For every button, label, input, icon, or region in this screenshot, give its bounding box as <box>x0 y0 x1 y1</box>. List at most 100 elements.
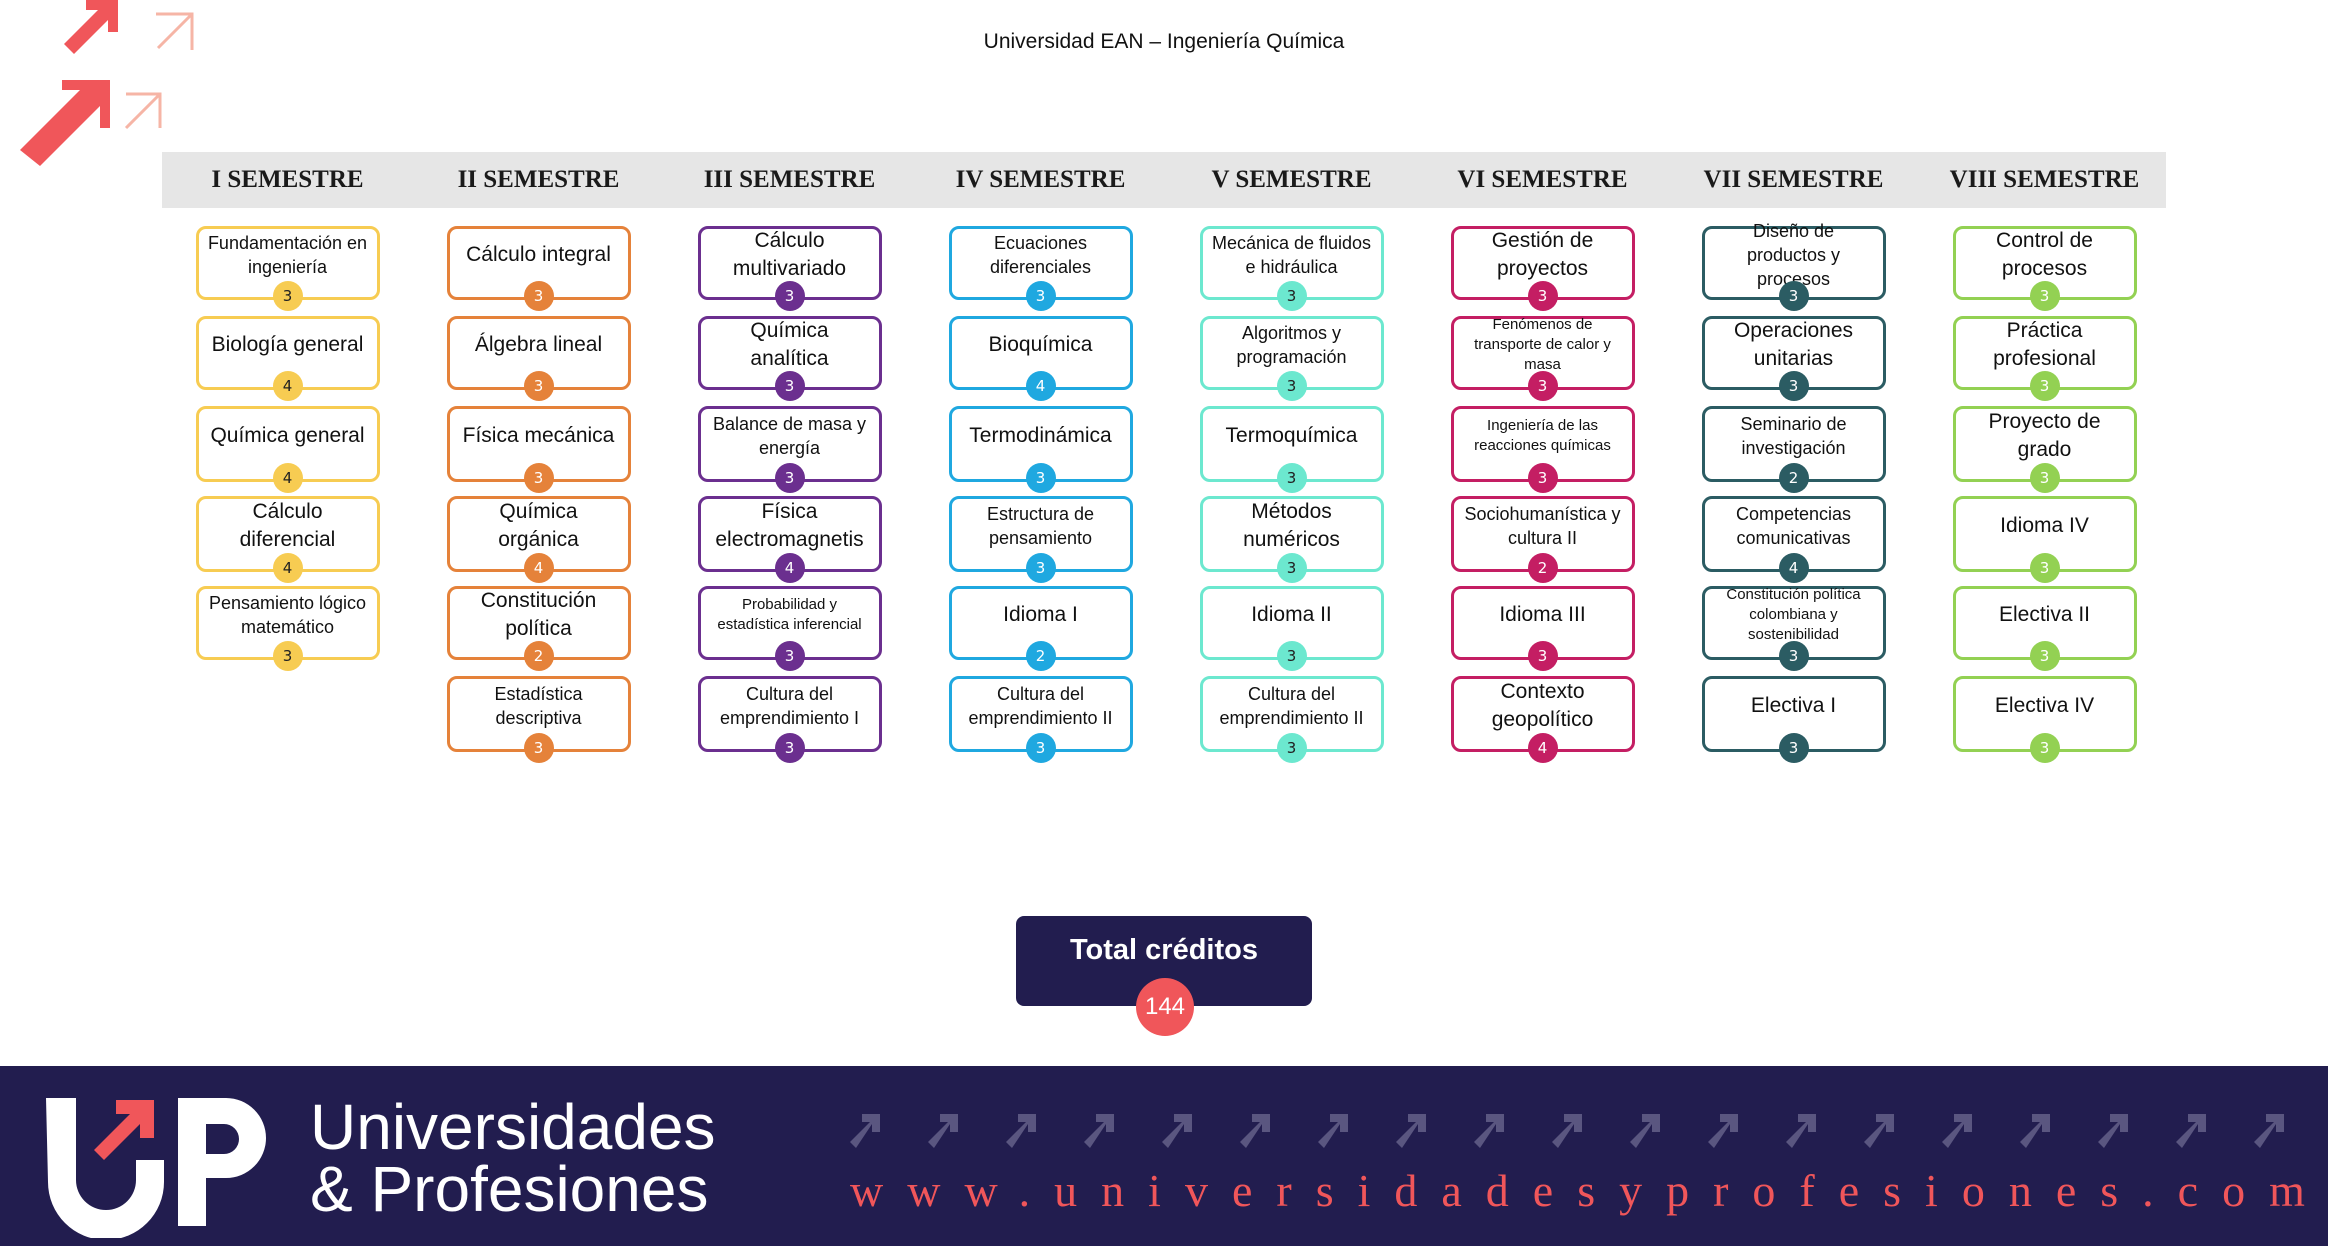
course-name: Química general <box>210 423 365 447</box>
course-name: Fundamentación en ingeniería <box>207 232 368 277</box>
up-logo-icon <box>46 1098 266 1238</box>
course-credits-badge: 4 <box>774 553 805 583</box>
course-name: Termoquímica <box>1225 423 1358 447</box>
course-credits-badge: 3 <box>2029 553 2060 583</box>
arrow-icon <box>1942 1114 1972 1148</box>
course-name: Álgebra lineal <box>474 332 603 356</box>
course-credits-badge: 2 <box>1025 641 1056 671</box>
course-credits-badge: 3 <box>1025 553 1056 583</box>
semester-header-2: II SEMESTRE <box>457 166 620 193</box>
arrow-icon <box>1552 1114 1582 1148</box>
course-box: Idioma IV 3 <box>1952 496 2137 583</box>
course-name: Termodinámica <box>969 423 1112 447</box>
arrow-icon <box>928 1114 958 1148</box>
course-credits-badge: 4 <box>1025 371 1056 401</box>
course-box: Cultura del emprendimiento I 3 <box>697 676 882 763</box>
course-credits-badge: 3 <box>2029 641 2060 671</box>
arrow-icon <box>850 1114 880 1148</box>
arrow-icon <box>1396 1114 1426 1148</box>
course-credits-badge: 3 <box>1778 371 1809 401</box>
course-credits-badge: 3 <box>2029 281 2060 311</box>
total-credits-value: 144 <box>1136 978 1194 1036</box>
course-name: Sociohumanística y cultura II <box>1464 503 1621 548</box>
arrow-icon <box>1318 1114 1348 1148</box>
semester-header-1: I SEMESTRE <box>211 166 364 193</box>
website-link[interactable]: www.universidadesyprofesiones.com <box>850 1165 2328 1216</box>
course-credits-badge: 3 <box>774 463 805 493</box>
course-credits-badge: 2 <box>1778 463 1809 493</box>
course-name: Física electromagnetis <box>715 499 864 551</box>
arrows-decoration-icon <box>850 1114 2284 1148</box>
course-credits-badge: 3 <box>523 463 554 493</box>
course-name: Fenómenos de transporte de calor y masa <box>1474 315 1611 374</box>
arrow-icon <box>1474 1114 1504 1148</box>
semester-header-3: III SEMESTRE <box>703 166 876 193</box>
course-credits-badge: 4 <box>272 463 303 493</box>
course-box: Idioma I 2 <box>948 586 1133 671</box>
arrow-icon <box>1162 1114 1192 1148</box>
course-credits-badge: 3 <box>774 371 805 401</box>
course-credits-badge: 3 <box>1025 463 1056 493</box>
course-box: Bioquímica 4 <box>948 316 1133 401</box>
course-box: Química general 4 <box>195 406 380 493</box>
course-name: Seminario de investigación <box>1740 413 1847 458</box>
course-name: Cálculo multivariado <box>732 228 847 280</box>
course-credits-badge: 3 <box>1527 281 1558 311</box>
course-name: Bioquímica <box>988 332 1093 356</box>
semester-header-band <box>162 152 2166 208</box>
course-credits-badge: 3 <box>1527 371 1558 401</box>
course-name: Constitución política colombiana y soste… <box>1726 585 1861 644</box>
course-name: Ingeniería de las reacciones químicas <box>1474 416 1611 454</box>
arrow-icon <box>1240 1114 1270 1148</box>
course-credits-badge: 3 <box>1025 281 1056 311</box>
course-credits-badge: 3 <box>2029 463 2060 493</box>
course-name: Pensamiento lógico matemático <box>208 592 367 637</box>
course-name: Cultura del emprendimiento II <box>1219 683 1364 728</box>
brand-name-line1: Universidades <box>310 1091 716 1163</box>
course-credits-badge: 3 <box>1527 463 1558 493</box>
course-name: Idioma III <box>1499 602 1586 626</box>
course-name: Estadística descriptiva <box>494 683 583 728</box>
course-name: Química analítica <box>750 318 829 370</box>
arrow-icon <box>1006 1114 1036 1148</box>
course-name: Idioma IV <box>2000 513 2089 537</box>
arrow-icon <box>1630 1114 1660 1148</box>
course-name: Electiva I <box>1750 693 1837 717</box>
course-name: Algoritmos y programación <box>1236 322 1347 367</box>
course-name: Diseño de productos y procesos <box>1746 220 1841 290</box>
course-name: Práctica profesional <box>1993 318 2096 370</box>
course-credits-badge: 3 <box>1527 641 1558 671</box>
course-name: Gestión de proyectos <box>1491 228 1594 280</box>
course-name: Cultura del emprendimiento I <box>719 683 860 728</box>
arrow-icon <box>2254 1114 2284 1148</box>
course-credits-badge: 3 <box>523 733 554 763</box>
course-name: Electiva IV <box>1994 693 2095 717</box>
course-name: Probabilidad y estadística inferencial <box>717 595 862 633</box>
course-credits-badge: 4 <box>272 553 303 583</box>
course-box: Estadística descriptiva 3 <box>446 676 631 763</box>
course-name: Idioma I <box>1003 602 1078 626</box>
course-credits-badge: 3 <box>774 733 805 763</box>
course-credits-badge: 3 <box>272 281 303 311</box>
